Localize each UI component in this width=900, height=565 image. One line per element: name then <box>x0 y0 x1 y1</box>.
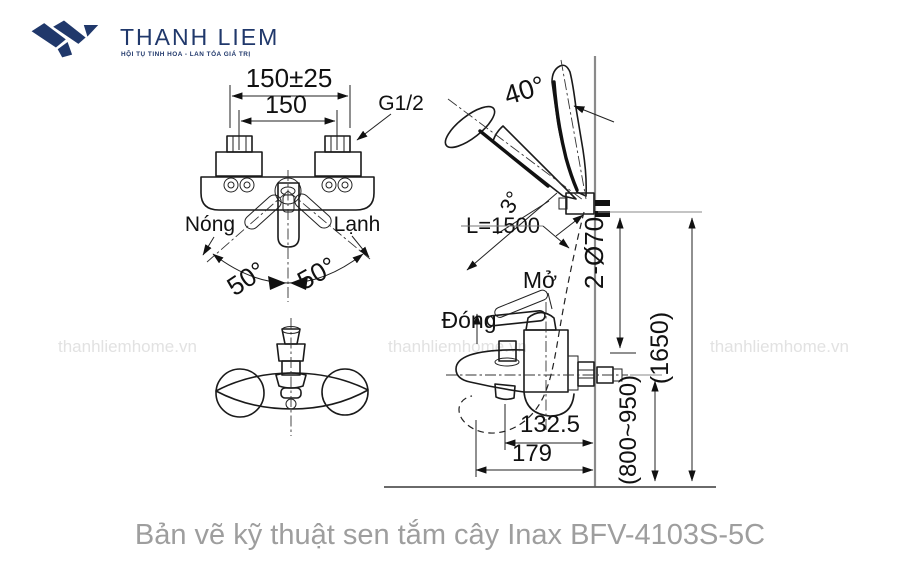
watermark-left: thanhliemhome.vn <box>58 337 197 356</box>
drawing-caption: Bản vẽ kỹ thuật sen tắm cây Inax BFV-410… <box>134 519 766 551</box>
dim-132-5: 132.5 <box>520 411 580 438</box>
total-height-label: (1650) <box>646 312 674 384</box>
brand-name: THANH LIEM <box>120 24 280 50</box>
hot-label: Nóng <box>185 213 235 236</box>
left-inlet-union <box>215 135 263 193</box>
right-inlet-union <box>314 135 362 193</box>
open-label: Mở <box>523 267 557 293</box>
angle-50-left: 50° <box>221 255 270 302</box>
bottom-view <box>215 318 369 436</box>
dim-150: 150 <box>265 91 307 119</box>
install-height-label: (800~950) <box>615 375 642 485</box>
brand-logo-icon <box>31 20 99 58</box>
mixer-body-side <box>446 302 628 430</box>
close-label: Đóng <box>442 307 497 333</box>
hand-shower-upright <box>551 59 587 200</box>
dim-150-25: 150±25 <box>246 63 333 93</box>
mixer-body-front <box>200 176 375 211</box>
brand-logo: THANH LIEM HỘI TỤ TINH HOA - LAN TỎA GIÁ… <box>28 11 277 63</box>
escutcheon-label: 2-Ø70 <box>579 217 609 289</box>
head-angle-label: 40° <box>500 70 548 111</box>
brand-tagline: HỘI TỤ TINH HOA - LAN TỎA GIÁ TRỊ <box>121 51 251 58</box>
angle-50-right: 50° <box>292 250 341 295</box>
watermark-right: thanhliemhome.vn <box>710 337 849 356</box>
swing-arc <box>212 253 364 290</box>
side-view: 40° 3° L=1500 Mở Đóng <box>384 56 716 488</box>
dim-179: 179 <box>512 440 552 467</box>
hand-shower-tilted <box>444 98 584 201</box>
cold-label: Lạnh <box>334 213 381 236</box>
shower-hose <box>458 211 585 434</box>
thread-size-label: G1/2 <box>378 92 424 115</box>
front-view: 150±25 150 G1/2 <box>185 63 424 302</box>
